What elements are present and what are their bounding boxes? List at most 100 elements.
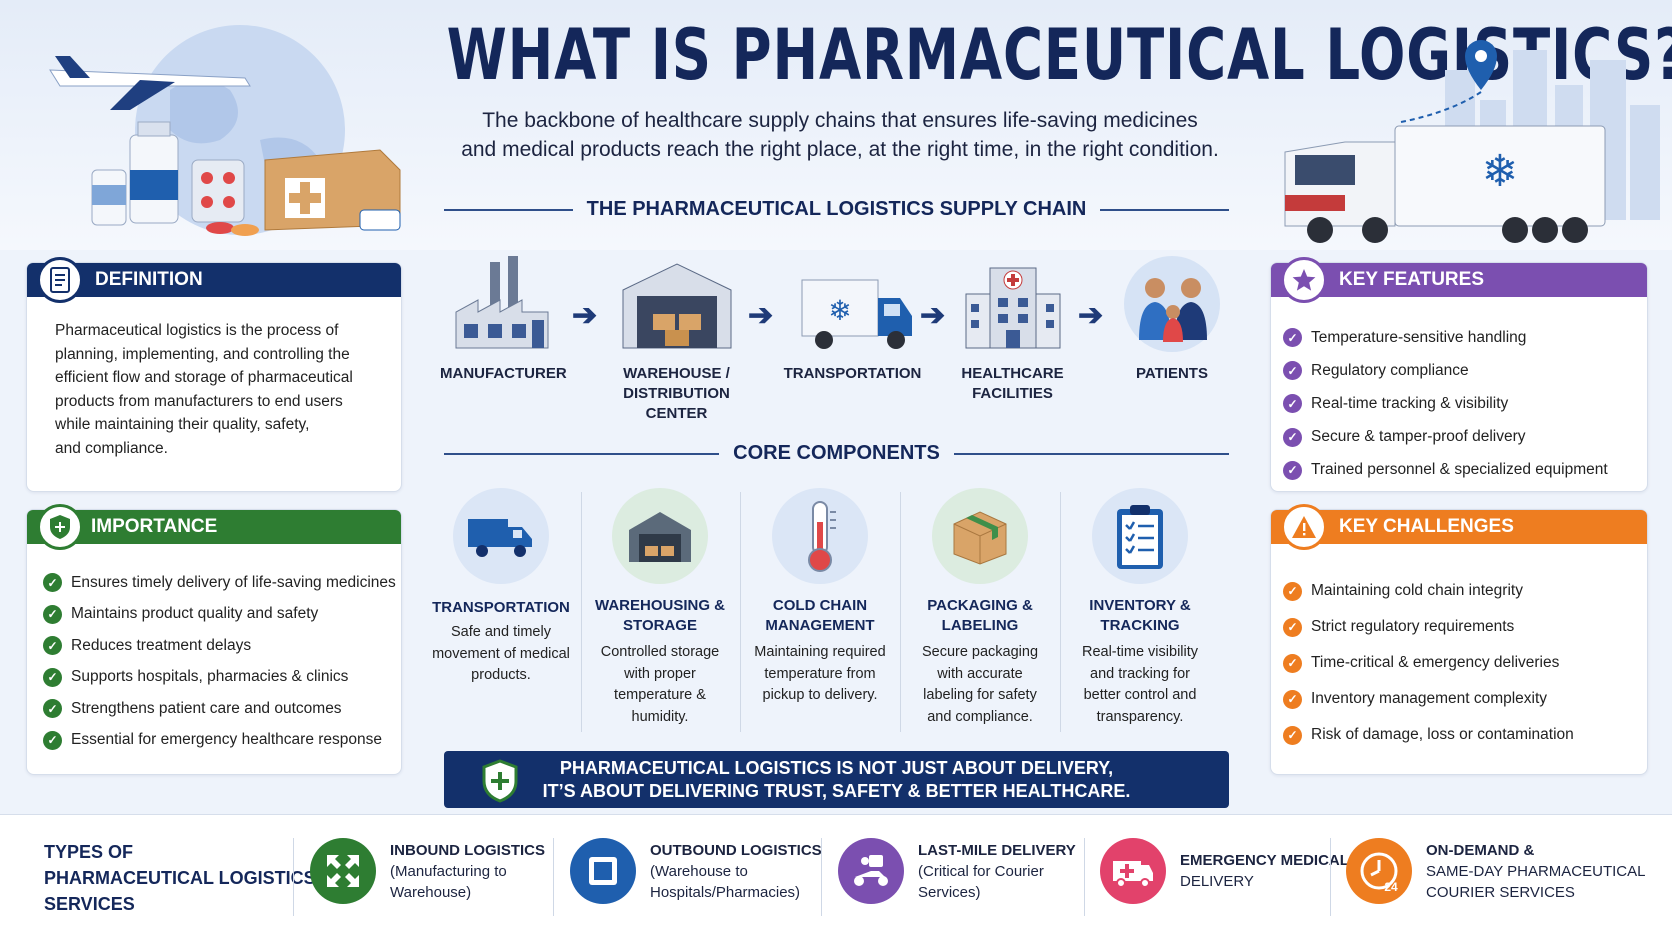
- divider: [1084, 838, 1085, 916]
- ambulance-icon: [1100, 838, 1166, 904]
- check-icon: ✓: [1283, 361, 1302, 381]
- check-icon: ✓: [1283, 653, 1302, 673]
- warehouse-storage-icon: [612, 488, 708, 584]
- shield-icon: [37, 504, 83, 550]
- page-title: WHAT IS PHARMACEUTICAL LOGISTICS?: [446, 14, 1672, 96]
- list-item: ✓Real-time tracking & visibility: [1283, 387, 1608, 420]
- chain-arrow-icon: ➔: [572, 299, 598, 332]
- list-item: ✓Risk of damage, loss or contamination: [1283, 717, 1574, 753]
- hero-right-illustration: ❄: [1284, 40, 1660, 243]
- hero-left-illustration: [49, 25, 401, 236]
- list-item: ✓Strict regulatory requirements: [1283, 609, 1574, 645]
- factory-icon: [455, 256, 548, 349]
- chain-step-warehouse: WAREHOUSE /DISTRIBUTION CENTER: [594, 250, 759, 424]
- list-item: ✓Maintains product quality and safety: [43, 599, 396, 631]
- list-item: ✓Reduces treatment delays: [43, 630, 396, 662]
- refrigerated-truck-icon: ❄: [1284, 125, 1606, 243]
- supply-chain-heading: THE PHARMACEUTICAL LOGISTICS SUPPLY CHAI…: [444, 198, 1229, 221]
- check-icon: ✓: [43, 573, 62, 593]
- chain-arrow-icon: ➔: [920, 299, 946, 332]
- component-inventory: INVENTORY &TRACKING Real-time visibility…: [1065, 488, 1215, 728]
- medicine-bottles-icon: [91, 121, 179, 226]
- page-subtitle: The backbone of healthcare supply chains…: [461, 109, 1219, 161]
- divider: [1330, 838, 1331, 916]
- document-icon: [37, 257, 83, 303]
- importance-list: ✓Ensures timely delivery of life-saving …: [43, 567, 396, 756]
- check-icon: ✓: [1283, 427, 1302, 447]
- check-icon: ✓: [43, 730, 62, 750]
- delivery-truck-icon: ❄: [801, 279, 912, 349]
- pill-blister-icon: [191, 159, 259, 236]
- location-pin-icon: [1465, 40, 1497, 90]
- svg-text:❄: ❄: [828, 294, 851, 327]
- package-icon: [932, 488, 1028, 584]
- divider: [900, 492, 901, 732]
- check-icon: ✓: [1283, 725, 1302, 745]
- key-challenges-list: ✓Maintaining cold chain integrity ✓Stric…: [1283, 573, 1574, 753]
- divider: [740, 492, 741, 732]
- outbound-box-icon: [570, 838, 636, 904]
- key-features-title: KEY FEATURES: [1271, 263, 1647, 297]
- divider: [553, 838, 554, 916]
- svg-text:24: 24: [1384, 880, 1398, 894]
- list-item: ✓Temperature-sensitive handling: [1283, 321, 1608, 354]
- shield-plus-icon: [482, 759, 518, 803]
- divider: [293, 838, 294, 916]
- snowflake-icon: ❄: [1482, 146, 1519, 197]
- hospital-icon: [965, 267, 1060, 349]
- list-item: ✓Inventory management complexity: [1283, 681, 1574, 717]
- list-item: ✓Ensures timely delivery of life-saving …: [43, 567, 396, 599]
- warehouse-icon: [622, 263, 731, 349]
- divider: [1060, 492, 1061, 732]
- divider: [581, 492, 582, 732]
- check-icon: ✓: [43, 636, 62, 656]
- key-features-list: ✓Temperature-sensitive handling ✓Regulat…: [1283, 321, 1608, 487]
- clipboard-checklist-icon: [1092, 488, 1188, 584]
- tagline-banner: PHARMACEUTICAL LOGISTICS IS NOT JUST ABO…: [444, 751, 1229, 808]
- patients-family-icon: [1124, 256, 1220, 352]
- check-icon: ✓: [43, 699, 62, 719]
- medical-box-icon: [264, 149, 401, 231]
- chain-arrow-icon: ➔: [1078, 299, 1104, 332]
- check-icon: ✓: [1283, 328, 1302, 348]
- list-item: ✓Secure & tamper-proof delivery: [1283, 421, 1608, 454]
- definition-title: DEFINITION: [27, 263, 401, 297]
- list-item: ✓Strengthens patient care and outcomes: [43, 693, 396, 725]
- core-components-heading: CORE COMPONENTS: [444, 442, 1229, 465]
- thermometer-icon: [772, 488, 868, 584]
- list-item: ✓Time-critical & emergency deliveries: [1283, 645, 1574, 681]
- list-item: ✓Supports hospitals, pharmacies & clinic…: [43, 662, 396, 694]
- scooter-icon: [838, 838, 904, 904]
- check-icon: ✓: [1283, 460, 1302, 480]
- clock-24-icon: 24: [1346, 838, 1412, 904]
- chain-arrow-icon: ➔: [748, 299, 774, 332]
- divider: [821, 838, 822, 916]
- check-icon: ✓: [43, 604, 62, 624]
- check-icon: ✓: [1283, 617, 1302, 637]
- chain-step-patients: PATIENTS: [1112, 250, 1232, 384]
- list-item: ✓Trained personnel & specialized equipme…: [1283, 454, 1608, 487]
- list-item: ✓Essential for emergency healthcare resp…: [43, 725, 396, 757]
- check-icon: ✓: [1283, 689, 1302, 709]
- key-challenges-panel: KEY CHALLENGES ✓Maintaining cold chain i…: [1270, 504, 1648, 775]
- chain-step-manufacturer: MANUFACTURER: [440, 250, 567, 384]
- check-icon: ✓: [43, 667, 62, 687]
- list-item: ✓Maintaining cold chain integrity: [1283, 573, 1574, 609]
- check-icon: ✓: [1283, 581, 1302, 601]
- truck-icon: [453, 488, 549, 584]
- star-icon: [1281, 257, 1327, 303]
- airplane-icon: [49, 56, 251, 110]
- importance-title: IMPORTANCE: [27, 510, 401, 544]
- definition-panel: DEFINITION Pharmaceutical logistics is t…: [26, 257, 402, 492]
- inbound-arrows-icon: [310, 838, 376, 904]
